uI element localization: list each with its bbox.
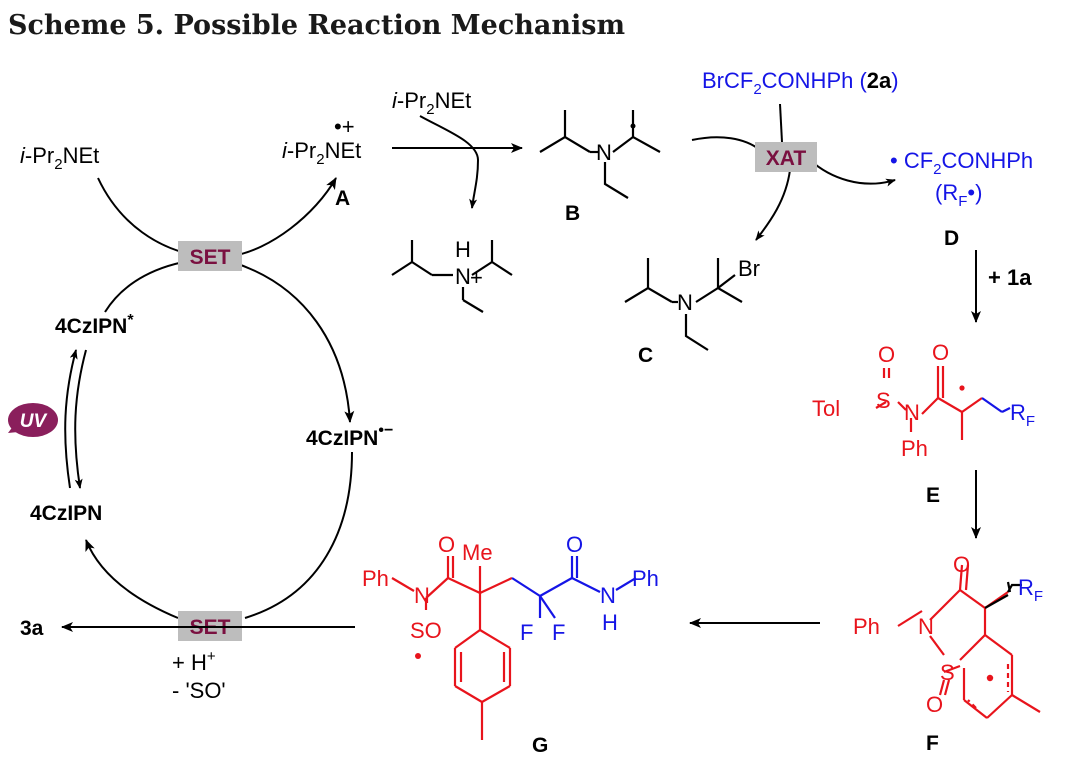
cycle-lower-right-arc xyxy=(244,451,353,619)
xat-byproduct-arrow xyxy=(755,169,791,241)
photocatalyst-excited: 4CzIPN* xyxy=(55,312,134,338)
svg-text:O: O xyxy=(932,340,949,365)
radical-cation-charge: •+ xyxy=(334,114,355,139)
svg-text:N: N xyxy=(600,583,616,608)
amine-reagent-top: i-Pr2NEt xyxy=(392,88,471,118)
svg-text:Ph: Ph xyxy=(362,566,389,591)
compound-label-e: E xyxy=(926,484,940,507)
compound-label-f: F xyxy=(926,732,939,755)
base-curved-arrow xyxy=(419,115,480,209)
svg-text:H: H xyxy=(602,610,618,635)
compound-label-d: D xyxy=(944,227,959,250)
svg-text:N: N xyxy=(596,140,612,165)
radical-cation-a: i-Pr2NEt xyxy=(282,138,361,168)
xat-step: BrCF2CONHPh (2a) XAT N Br C • CF2CONHPh … xyxy=(624,68,1033,367)
bromine-label: Br xyxy=(738,256,760,281)
svg-text:+: + xyxy=(470,265,483,290)
alkene-addition-label: + 1a xyxy=(988,265,1032,290)
sulfinyl-radical-g: Ph N O Me SO F F O N H Ph xyxy=(362,532,659,740)
svg-text:O: O xyxy=(566,532,583,557)
svg-text:S: S xyxy=(876,388,891,413)
uv-light-icon: UV xyxy=(8,403,58,437)
so-loss: - 'SO' xyxy=(172,678,226,703)
svg-text:N: N xyxy=(904,400,920,425)
svg-text:N: N xyxy=(455,264,471,289)
photocatalyst-ground: 4CzIPN xyxy=(30,502,102,525)
ammonium-structure: H N + xyxy=(391,237,513,313)
amine-radical-formation: i-Pr2NEt H N + N B xyxy=(391,88,661,313)
xat-in-arc xyxy=(691,136,761,151)
radical-adduct-e: Tol S O N Ph O RF xyxy=(812,340,1035,461)
svg-text:N: N xyxy=(414,583,430,608)
rf-abbreviation: (RF•) xyxy=(935,180,982,210)
set-arc-out xyxy=(231,177,337,257)
cycle-right-arc xyxy=(231,261,355,423)
scheme-title: Scheme 5. Possible Reaction Mechanism xyxy=(8,10,625,41)
svg-text:RF: RF xyxy=(1010,400,1035,430)
set-label-top: SET xyxy=(190,246,231,269)
bromide-reagent: BrCF2CONHPh (2a) xyxy=(702,68,899,98)
svg-text:S: S xyxy=(940,660,955,685)
excitation-arrow xyxy=(64,349,78,489)
proton-addition: + H+ xyxy=(172,648,216,675)
bromo-amine-c: N Br xyxy=(624,256,760,351)
svg-text:F: F xyxy=(520,620,533,645)
xat-box xyxy=(755,142,817,172)
svg-text:SO: SO xyxy=(410,618,442,643)
svg-text:O: O xyxy=(953,552,970,577)
svg-text:O: O xyxy=(438,532,455,557)
svg-text:Ph: Ph xyxy=(901,436,928,461)
svg-text:O: O xyxy=(878,342,895,367)
relaxation-arrow xyxy=(74,349,87,489)
photocatalyst-reduced: 4CzIPN•− xyxy=(306,422,393,450)
compound-label-b: B xyxy=(565,202,580,225)
uv-label: UV xyxy=(20,411,48,432)
bromide-feed-line xyxy=(779,103,783,143)
compound-label-g: G xyxy=(532,734,548,757)
photocatalytic-cycle: i-Pr2NEt SET i-Pr2NEt •+ A 4CzIPN* UV 4C… xyxy=(8,114,393,703)
svg-text:N: N xyxy=(918,614,934,639)
product-3a: 3a xyxy=(20,617,44,640)
svg-text:F: F xyxy=(552,620,565,645)
spirocyclic-radical-f: Ph N O S O RF xyxy=(853,552,1043,719)
svg-text:Me: Me xyxy=(462,540,493,565)
cycle-lower-left-arc xyxy=(85,539,179,619)
amine-reagent-left: i-Pr2NEt xyxy=(20,143,99,173)
compound-label-a: A xyxy=(335,187,350,210)
xat-label: XAT xyxy=(766,147,807,170)
svg-text:Tol: Tol xyxy=(812,396,840,421)
rf-radical-d: • CF2CONHPh xyxy=(890,148,1033,178)
xat-out-arc xyxy=(809,159,896,187)
svg-text:O: O xyxy=(926,692,943,717)
svg-text:Ph: Ph xyxy=(853,614,880,639)
svg-text:H: H xyxy=(455,237,471,262)
svg-text:RF: RF xyxy=(1018,575,1043,605)
alpha-amino-radical-b: N xyxy=(539,110,661,199)
set-box-top xyxy=(178,241,242,271)
compound-label-c: C xyxy=(638,344,653,367)
svg-text:Ph: Ph xyxy=(632,566,659,591)
svg-text:N: N xyxy=(677,290,693,315)
